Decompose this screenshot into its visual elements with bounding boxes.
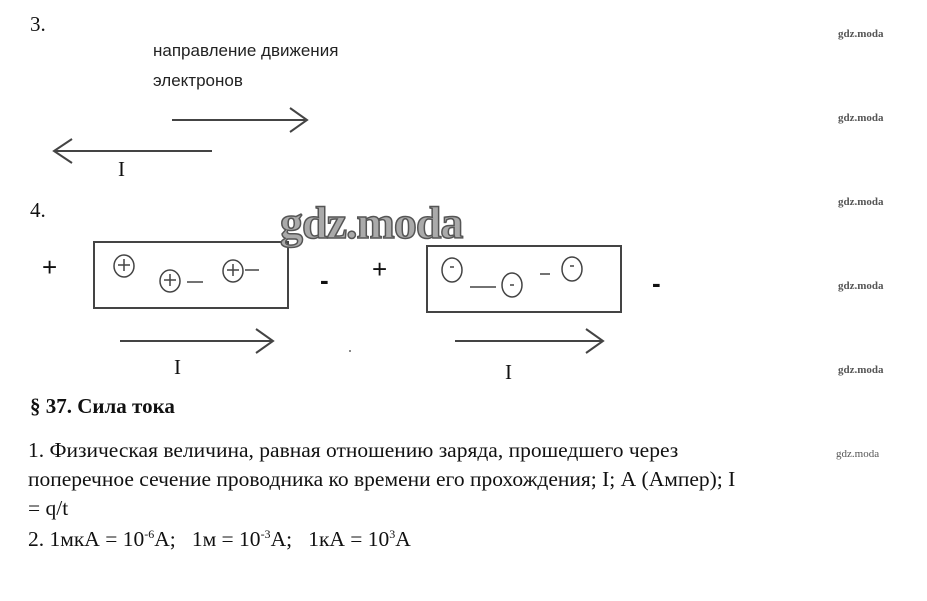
minus-sign-right: - <box>652 268 661 298</box>
plus-sign-left: + <box>42 252 58 282</box>
plus-sign-right: + <box>372 254 388 284</box>
p2-exp2: -3 <box>260 527 271 541</box>
current-arrow-2 <box>455 328 605 354</box>
watermark-small: gdz.moda <box>836 448 880 460</box>
current-arrow-1 <box>120 328 275 354</box>
paragraph-1-line-1: 1. Физическая величина, равная отношению… <box>28 438 679 462</box>
electron-direction-label-2: электронов <box>153 71 243 90</box>
task-4-number: 4. <box>30 198 46 222</box>
p2-suffix: А <box>395 527 411 552</box>
watermark-large: gdz.moda <box>279 196 464 249</box>
positive-charges <box>113 254 259 293</box>
p2-exp1: -6 <box>144 527 155 541</box>
task-3-number: 3. <box>30 12 46 36</box>
task-3-current-label: I <box>118 157 125 181</box>
electron-arrow-right <box>172 107 309 133</box>
watermark-small: gdz.moda <box>838 28 884 40</box>
current-arrow-left <box>52 138 212 164</box>
watermark-small: gdz.moda <box>838 112 884 124</box>
watermark-small: gdz.moda <box>838 364 884 376</box>
current-label-left: I <box>174 355 181 379</box>
section-heading: § 37. Сила тока <box>30 394 175 418</box>
watermark-small: gdz.moda <box>838 196 884 208</box>
minus-sign-left: - <box>320 265 329 295</box>
current-label-right: I <box>505 360 512 384</box>
p2-exp3: 3 <box>389 527 396 541</box>
p2-prefix: 2. 1мкА = 10 <box>28 527 145 552</box>
paragraph-1-line-2: поперечное сечение проводника ко времени… <box>28 467 736 491</box>
paragraph-1-line-3: = q/t <box>28 496 69 520</box>
electron-direction-label-1: направление движения <box>153 41 339 60</box>
conductor-box-positive <box>93 241 289 309</box>
watermark-small: gdz.moda <box>838 280 884 292</box>
conductor-box-negative <box>426 245 622 313</box>
p2-mid2: А; 1кА = 10 <box>270 527 390 552</box>
paragraph-2: 2. 1мкА = 10-6А; 1м = 10-3А; 1кА = 103А <box>28 527 411 552</box>
p2-mid1: А; 1м = 10 <box>154 527 261 552</box>
negative-charges <box>441 256 583 298</box>
